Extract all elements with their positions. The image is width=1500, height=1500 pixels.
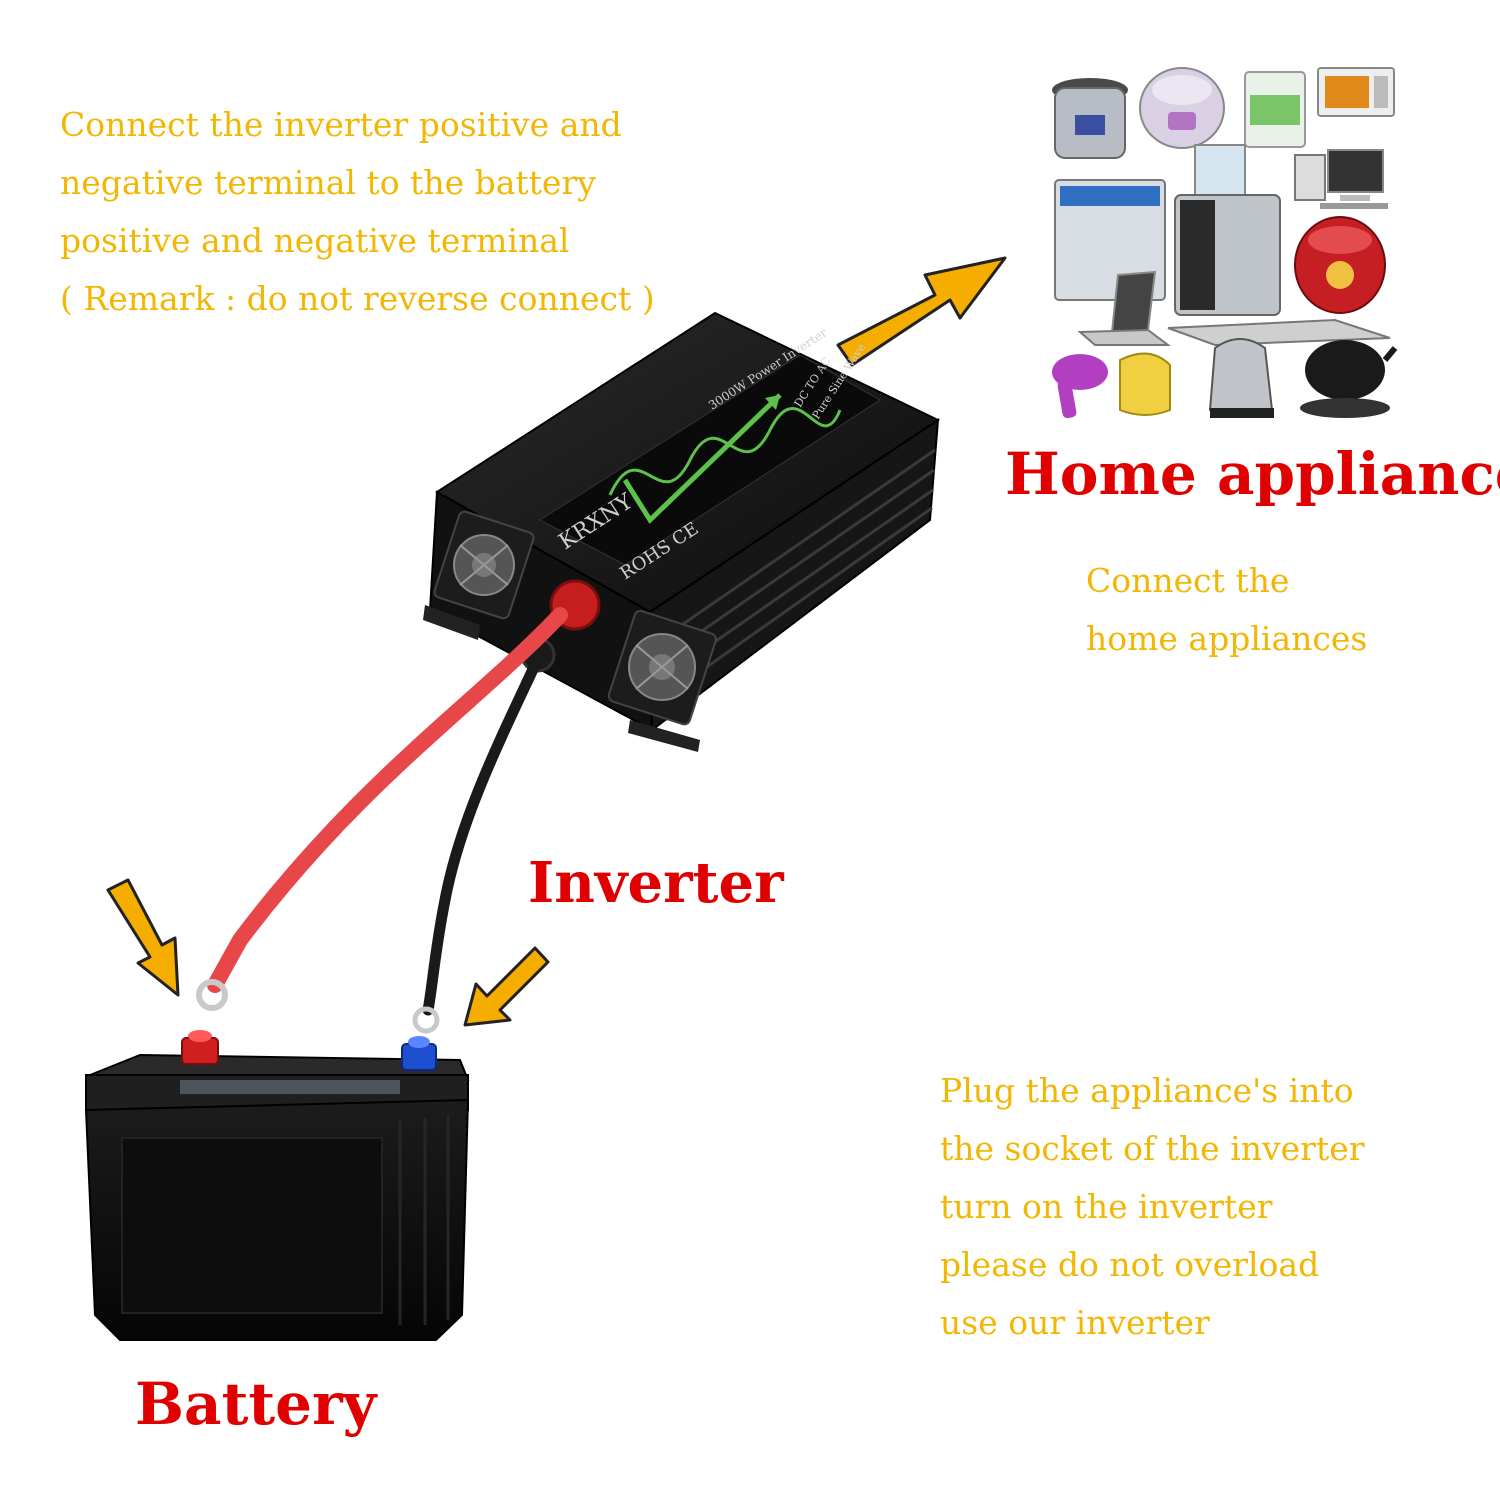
positive-ring-terminal <box>196 979 228 1011</box>
kettle-icon <box>1119 352 1171 416</box>
instruction-line: negative terminal to the battery <box>60 163 596 202</box>
instruction-line: Connect the inverter positive and <box>60 105 622 144</box>
appliance-collage <box>1052 67 1398 419</box>
instruction-line: ( Remark : do not reverse connect ) <box>60 279 655 318</box>
fan-icon <box>607 609 717 726</box>
washing-machine-icon <box>1054 179 1166 301</box>
battery <box>84 1030 470 1341</box>
inverter-label: Inverter <box>528 850 784 916</box>
instruction-line: Connect the <box>1086 561 1290 600</box>
inverter-unit: KRXNY 3000W Power Inverter DC TO AC Pure… <box>423 311 941 752</box>
microwave-icon <box>1317 67 1395 117</box>
kettle-icon <box>1208 338 1274 418</box>
battery-label: Battery <box>135 1370 377 1438</box>
usage-instructions: Plug the appliance's into the socket of … <box>940 1062 1365 1352</box>
arrow-icon <box>106 878 180 997</box>
arrow-icon <box>463 946 550 1027</box>
instruction-line: Plug the appliance's into <box>940 1071 1354 1110</box>
pressure-cooker-icon <box>1052 78 1128 159</box>
negative-cable <box>422 659 541 1016</box>
battery-connection-instructions: Connect the inverter positive and negati… <box>60 96 655 328</box>
instruction-line: the socket of the inverter <box>940 1129 1365 1168</box>
battery-terminal-negative-icon <box>401 1036 437 1071</box>
washing-machine-icon <box>1244 71 1306 148</box>
instruction-line: positive and negative terminal <box>60 221 570 260</box>
computer-icon <box>1294 149 1388 209</box>
instruction-line: home appliances <box>1086 619 1368 658</box>
rice-cooker-icon <box>1139 67 1225 149</box>
battery-terminal-positive-icon <box>181 1030 219 1065</box>
instruction-line: use our inverter <box>940 1303 1210 1342</box>
hair-dryer-icon <box>1052 354 1108 419</box>
home-appliances-label: Home appliances <box>1005 440 1500 508</box>
instruction-line: please do not overload <box>940 1245 1320 1284</box>
appliance-connection-instructions: Connect the home appliances <box>1086 552 1367 668</box>
laptop-icon <box>1077 270 1171 346</box>
positive-cable <box>207 607 568 993</box>
instruction-line: turn on the inverter <box>940 1187 1273 1226</box>
arrow-icon <box>836 256 1007 367</box>
fan-icon <box>433 510 535 620</box>
juicer-icon <box>1174 144 1281 316</box>
cooktop-icon <box>1167 318 1391 347</box>
kettle-icon <box>1300 340 1398 418</box>
negative-ring-terminal <box>412 1006 440 1034</box>
rice-cooker-icon <box>1294 216 1386 314</box>
